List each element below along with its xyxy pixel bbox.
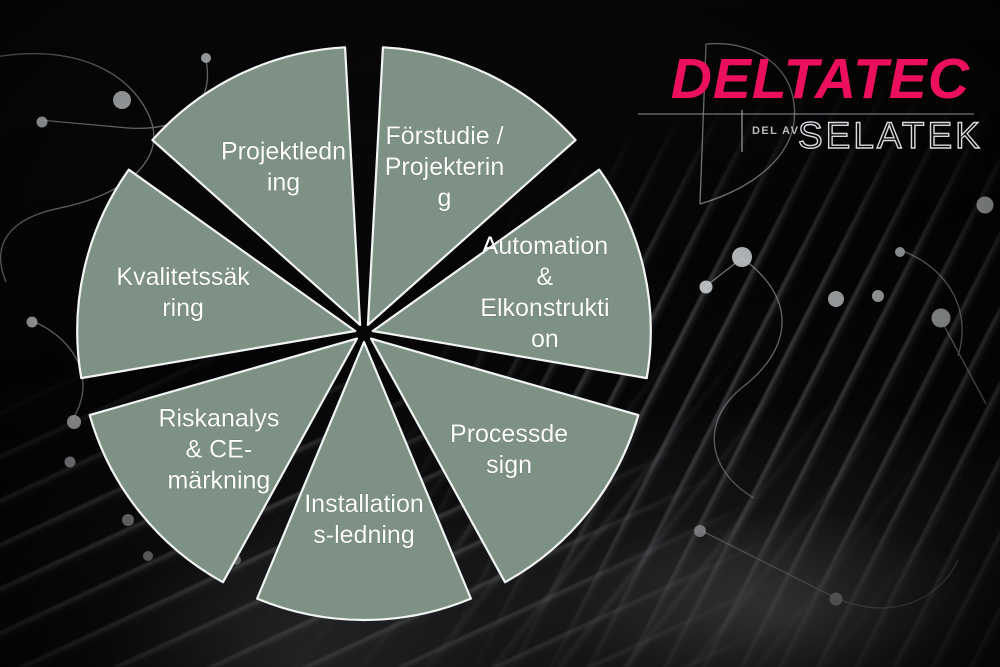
pie-slice-projektledning[interactable] (151, 46, 362, 326)
pie-slice-label-line: Förstudie / (385, 122, 503, 150)
pie-slice-label-projektledning: Projektledn ing (221, 137, 346, 196)
pie-slice-automation-elkonstruktion[interactable] (371, 168, 652, 380)
pie-slice-label-line: s-ledning (313, 521, 414, 549)
pie-slice-label-line: & CE- (186, 436, 253, 464)
pie-slice-label-line: on (531, 325, 559, 353)
pie-slice-label-line: Projektledn (221, 137, 346, 165)
pie-slice-label-line: Elkonstrukti (480, 294, 609, 322)
pie-slice-label-line: g (438, 184, 452, 212)
pie-slice-label-line: Installation (304, 490, 424, 518)
logo-brand-text: DELTATEC (671, 48, 970, 111)
logo-parent-brand-text: SELATEK (798, 115, 982, 156)
pie-slice-label-line: & (537, 263, 554, 291)
pie-slice-label-installations-ledning: Installation s-ledning (304, 490, 424, 549)
pie-slice-label-line: ring (162, 294, 204, 322)
pie-slice-installations-ledning[interactable] (256, 340, 472, 622)
pie-slice-label-riskanalys-ce-markning: Riskanalys & CE-märkning (158, 405, 279, 495)
pie-slice-label-line: märkning (167, 467, 270, 495)
pie-slice-label-line: Kvalitetssäk (116, 263, 250, 291)
pie-slice-riskanalys-ce-markning[interactable] (88, 337, 359, 584)
pie-slice-label-line: Riskanalys (158, 405, 279, 433)
pie-slice-label-line: ing (267, 168, 300, 196)
pie-slice-processdesign[interactable] (369, 337, 640, 584)
logo-tagline-prefix: DEL AV (752, 125, 799, 137)
pie-slice-label-line: Projekterin (385, 153, 505, 181)
pie-slice-label-processdesign: Processde sign (450, 420, 568, 479)
deltatec-logo[interactable]: DELTATEC DEL AV SELATEK (630, 48, 982, 160)
pie-slice-label-line: sign (486, 451, 532, 479)
pie-slice-label-line: Processde (450, 420, 568, 448)
pie-slice-label-automation-elkonstruktion: Automation & Elkonstrukti on (480, 232, 609, 353)
pie-slice-label-line: Automation (482, 232, 608, 260)
pie-slice-label-forstudie-projektering: Förstudie / Projekterin g (385, 122, 505, 212)
pie-slice-label-kvalitetssakring: Kvalitetssäk ring (116, 263, 250, 322)
pie-slice-forstudie-projektering[interactable] (366, 46, 577, 326)
pie-slice-kvalitetssakring[interactable] (76, 168, 357, 380)
